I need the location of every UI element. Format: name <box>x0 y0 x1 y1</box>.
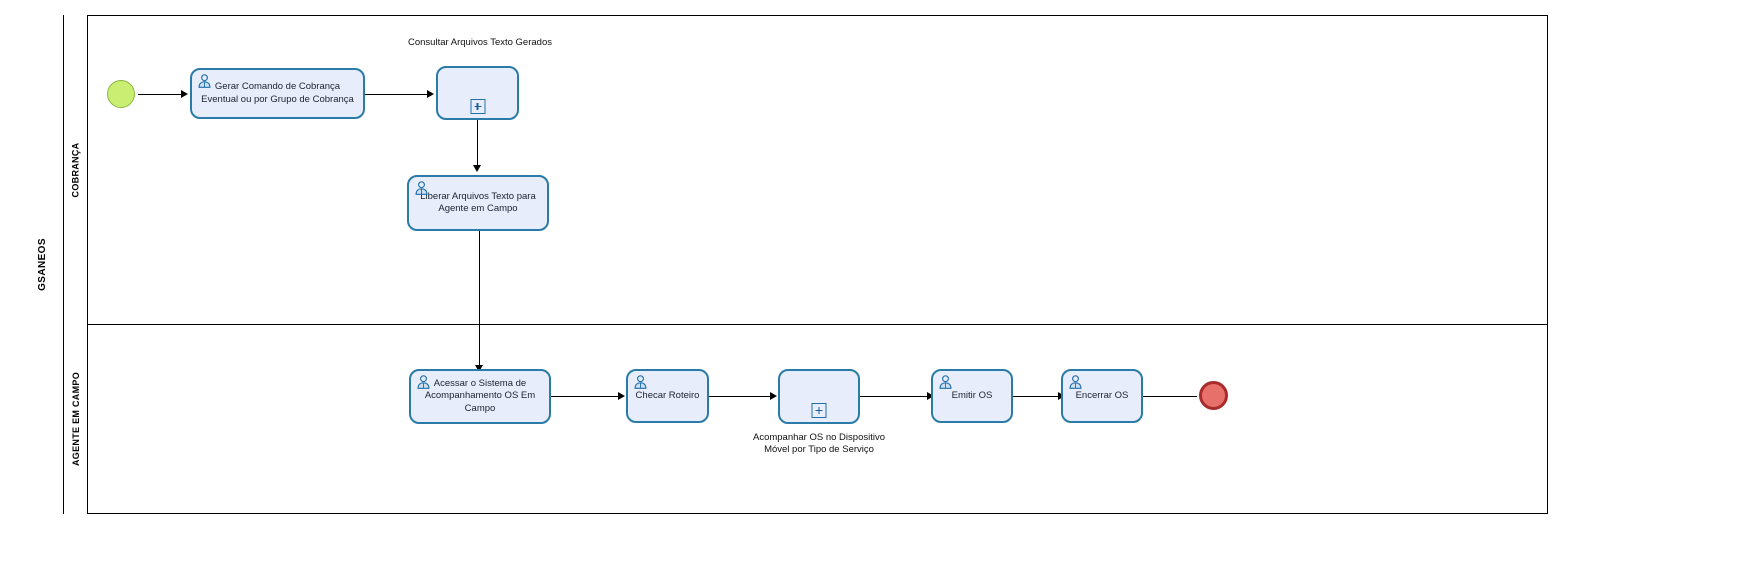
task-label: Encerrar OS <box>1075 389 1129 401</box>
flow-sp1-to-t2-arrowhead <box>473 165 482 172</box>
subprocess-expand-marker[interactable] <box>811 403 827 418</box>
flow-start-to-t1 <box>138 93 182 95</box>
task-acessar-sistema-acompanhamento-os[interactable]: Acessar o Sistema de Acompanhamento OS E… <box>409 369 551 424</box>
task-label: Liberar Arquivos Texto para Agente em Ca… <box>420 190 536 214</box>
subprocess-consultar-arquivos-texto-gerados[interactable] <box>436 66 519 120</box>
user-task-icon <box>415 181 428 195</box>
lane-header-cobranca: COBRANÇA <box>64 15 88 324</box>
flow-sp2-to-t5-arrowhead <box>927 391 934 400</box>
lane-divider <box>64 324 1548 325</box>
flow-t5-to-t6 <box>1013 395 1059 397</box>
task-liberar-arquivos-texto[interactable]: Liberar Arquivos Texto para Agente em Ca… <box>407 175 549 231</box>
lane-label-cobranca: COBRANÇA <box>70 142 81 197</box>
user-task-icon <box>1069 375 1082 389</box>
flow-t2-to-t3 <box>479 231 481 370</box>
flow-t6-to-end <box>1143 395 1197 397</box>
flow-start-to-t1-arrowhead <box>181 89 188 98</box>
task-label: Acessar o Sistema de Acompanhamento OS E… <box>424 378 536 414</box>
lane-header-agente-em-campo: AGENTE EM CAMPO <box>64 324 88 514</box>
flow-t3-to-t4 <box>551 395 619 397</box>
user-task-icon <box>417 375 430 389</box>
flow-t1-to-sp1-arrowhead <box>427 89 434 98</box>
task-encerrar-os[interactable]: Encerrar OS <box>1061 369 1143 423</box>
task-gerar-comando-de-cobranca[interactable]: Gerar Comando de Cobrança Eventual ou po… <box>190 68 365 119</box>
user-task-icon <box>634 375 647 389</box>
subprocess-label-consultar-arquivos: Consultar Arquivos Texto Gerados <box>408 37 552 48</box>
subprocess-acompanhar-os-dispositivo-movel[interactable] <box>778 369 860 424</box>
user-task-icon <box>939 375 952 389</box>
lane-label-agente-em-campo: AGENTE EM CAMPO <box>70 371 81 467</box>
subprocess-expand-marker[interactable] <box>470 99 485 114</box>
task-emitir-os[interactable]: Emitir OS <box>931 369 1013 423</box>
user-task-icon <box>198 74 211 88</box>
pool-title: GSANEOS <box>37 238 48 291</box>
task-label: Emitir OS <box>951 389 993 401</box>
flow-t1-to-sp1 <box>365 93 428 95</box>
flow-t2-to-t3-arrowhead <box>475 365 484 372</box>
subprocess-label-acompanhar-os: Acompanhar OS no Dispositivo Móvel por T… <box>752 432 885 456</box>
lane-body-cobranca <box>88 15 1548 324</box>
task-label: Checar Roteiro <box>635 389 700 401</box>
start-event[interactable] <box>107 80 135 108</box>
task-checar-roteiro[interactable]: Checar Roteiro <box>626 369 709 423</box>
flow-t3-to-t4-arrowhead <box>618 391 625 400</box>
pool-header-gsaneos: GSANEOS <box>22 15 64 514</box>
end-event[interactable] <box>1199 381 1228 410</box>
flow-t4-to-sp2 <box>709 395 771 397</box>
flow-t4-to-sp2-arrowhead <box>770 391 777 400</box>
flow-sp2-to-t5 <box>860 395 928 397</box>
task-label: Gerar Comando de Cobrança Eventual ou po… <box>201 81 354 105</box>
flow-sp1-to-t2 <box>477 120 479 168</box>
